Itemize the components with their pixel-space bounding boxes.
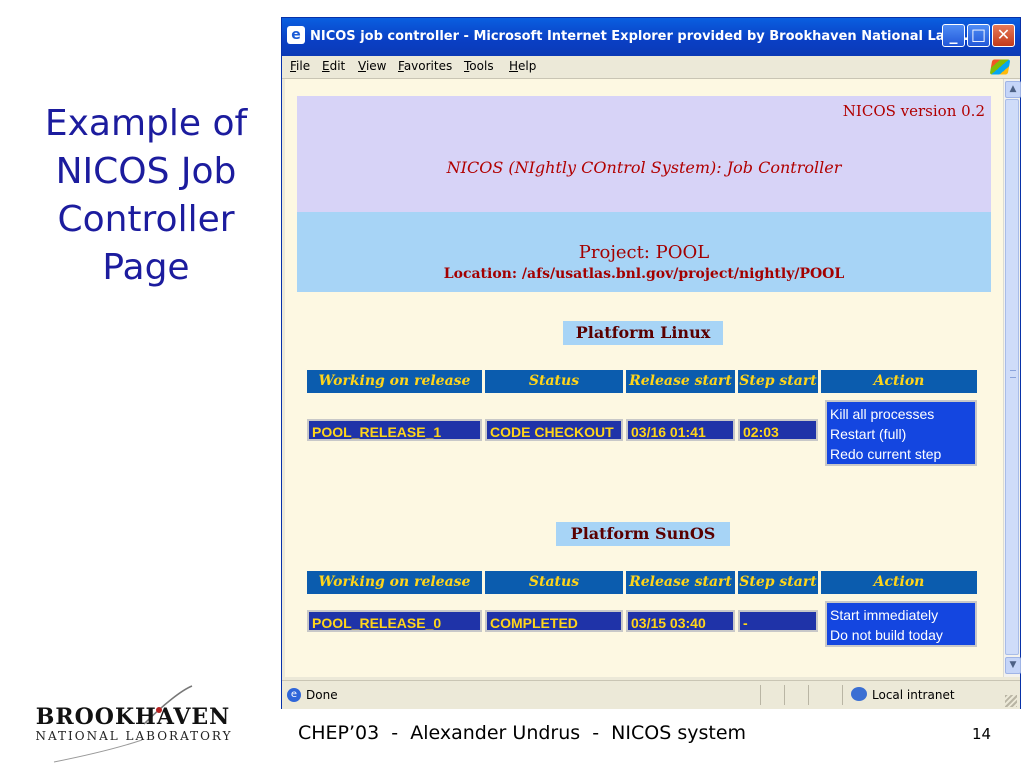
column-header-step-start: Step start [738,370,818,393]
status-cell: CODE CHECKOUT [485,419,623,441]
release-cell: POOL_RELEASE_0 [307,610,482,632]
menu-tools[interactable]: Tools [464,59,494,73]
status-cell: COMPLETED [485,610,623,632]
release-start-cell: 03/16 01:41 [626,419,735,441]
window-title: NICOS job controller - Microsoft Interne… [310,29,969,44]
step-start-cell: - [738,610,818,632]
project-name: Project: POOL [578,242,710,263]
page-content: NICOS version 0.2 NICOS (NIghtly COntrol… [285,79,1003,677]
close-button[interactable]: ✕ [992,24,1015,47]
step-start-cell: 02:03 [738,419,818,441]
resize-grip-icon[interactable] [1005,695,1017,707]
logo-swoosh-icon [53,685,193,763]
page-done-icon: e [287,688,301,702]
platform-label: Platform SunOS [556,522,730,546]
security-zone: Local intranet [872,688,955,702]
page-heading: NICOS (NIghtly COntrol System): Job Cont… [446,158,842,177]
release-start-cell: 03/15 03:40 [626,610,735,632]
slide-footer: CHEP’03 - Alexander Undrus - NICOS syste… [298,722,747,744]
project-banner: Project: POOL Location: /afs/usatlas.bnl… [297,212,991,292]
column-header-step-start: Step start [738,571,818,594]
action-kill-all-processes[interactable]: Kill all processes [830,406,935,422]
project-location: Location: /afs/usatlas.bnl.gov/project/n… [443,266,845,282]
column-header-status: Status [485,571,623,594]
logo-text-national-laboratory: NATIONAL LABORATORY [35,729,233,743]
release-cell: POOL_RELEASE_1 [307,419,482,441]
scrollbar-grip-icon [1010,370,1016,378]
column-header-status: Status [485,370,623,393]
column-header-action: Action [821,370,977,393]
version-label: NICOS version 0.2 [842,102,985,120]
windows-logo-icon [989,59,1011,75]
minimize-button[interactable]: _ [942,24,965,47]
maximize-button[interactable]: □ [967,24,990,47]
menu-favorites[interactable]: Favorites [398,59,453,73]
scroll-up-arrow-icon[interactable]: ▲ [1005,81,1021,98]
header-banner: NICOS version 0.2 NICOS (NIghtly COntrol… [297,96,991,212]
column-header-action: Action [821,571,977,594]
scrollbar-thumb[interactable] [1005,99,1019,655]
action-restart-full[interactable]: Restart (full) [830,426,907,442]
menu-view[interactable]: View [358,59,387,73]
status-divider [760,685,761,705]
menu-file[interactable]: File [290,59,311,73]
browser-window: e NICOS job controller - Microsoft Inter… [281,17,1021,709]
action-redo-current-step[interactable]: Redo current step [830,446,942,462]
scroll-down-arrow-icon[interactable]: ▼ [1005,657,1021,674]
local-intranet-icon [851,687,867,701]
vertical-scrollbar[interactable]: ▲ ▼ [1003,79,1021,677]
action-list: Kill all processes Restart (full) Redo c… [825,400,977,466]
status-divider [808,685,809,705]
column-header-release: Working on release [307,571,482,594]
internet-explorer-icon: e [287,26,305,44]
brookhaven-logo: BROOKHAVEN NATIONAL LABORATORY [14,684,246,764]
logo-text-brookhaven: BROOKHAVEN [35,704,231,730]
column-header-release-start: Release start [626,571,735,594]
status-text: Done [306,688,338,702]
menu-help[interactable]: Help [509,59,537,73]
page-number: 14 [972,725,992,743]
status-divider [842,685,843,705]
slide-title: Example of NICOS Job Controller Page [44,103,248,288]
action-list: Start immediately Do not build today [825,601,977,647]
title-bar[interactable]: e NICOS job controller - Microsoft Inter… [282,18,1020,56]
platform-label: Platform Linux [563,321,723,345]
menu-bar: File Edit View Favorites Tools Help [282,56,1020,79]
status-divider [784,685,785,705]
menu-edit[interactable]: Edit [322,59,346,73]
action-start-immediately[interactable]: Start immediately [830,607,939,623]
column-header-release: Working on release [307,370,482,393]
column-header-release-start: Release start [626,370,735,393]
status-bar: e Done Local intranet [282,680,1020,709]
action-do-not-build-today[interactable]: Do not build today [830,627,943,643]
